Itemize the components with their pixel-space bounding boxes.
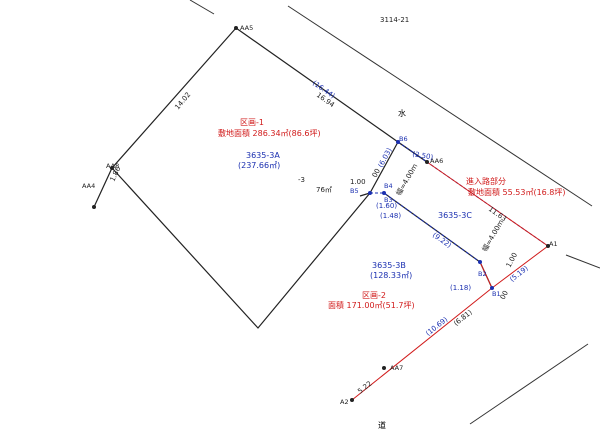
dim-5-22: 5.22 bbox=[356, 380, 373, 396]
width-4-00a: 幅=4.00m bbox=[394, 162, 420, 197]
dim-00a: 00 bbox=[371, 167, 382, 179]
point-b2-label: B2 bbox=[478, 270, 487, 278]
point-aa4-label: AA4 bbox=[82, 182, 95, 190]
point-b1-label: B1 bbox=[492, 290, 501, 298]
lot-3a-area: (237.66㎡) bbox=[238, 161, 280, 170]
access-inner-dashed-blue bbox=[370, 192, 481, 263]
point-aa8-label: AA8 bbox=[106, 162, 119, 170]
point-a2-marker bbox=[350, 398, 354, 402]
zone2-red-boundary bbox=[351, 161, 549, 401]
point-aa7-label: AA7 bbox=[390, 364, 403, 372]
point-b3-label: B3 bbox=[384, 196, 393, 204]
dim-6-03: (6.03) bbox=[377, 146, 394, 169]
zone2-area: 面積 171.00㎡(51.7坪) bbox=[328, 300, 415, 310]
point-b1-marker bbox=[490, 286, 494, 290]
access-title: 進入路部分 bbox=[466, 176, 506, 186]
parcel-ref-label: 3114-21 bbox=[380, 16, 409, 24]
lot-3a-id: 3635-3A bbox=[246, 151, 280, 160]
dim-1-18: (1.18) bbox=[450, 284, 471, 292]
point-b6-label: B6 bbox=[399, 135, 408, 143]
zone2-red-connector bbox=[479, 261, 493, 289]
point-aa5-marker bbox=[234, 26, 238, 30]
point-b2-marker bbox=[478, 260, 482, 264]
point-b6-marker bbox=[396, 140, 400, 144]
point-aa7-marker bbox=[382, 366, 386, 370]
lot-3c-id: 3635-3C bbox=[438, 211, 472, 220]
dim-1-00b: 1.00 bbox=[505, 251, 519, 269]
dim-1-60: (1.60) bbox=[376, 202, 397, 210]
boundary-line-bottom-right bbox=[469, 343, 589, 425]
road-label: 道 bbox=[378, 420, 386, 430]
point-b5-label: B5 bbox=[350, 187, 359, 195]
zone1-title: 区画-1 bbox=[240, 118, 264, 127]
dim-00b: 00 bbox=[499, 289, 510, 301]
point-a1-label: A1 bbox=[549, 240, 558, 248]
water-label: 水 bbox=[398, 108, 406, 118]
access-area: 敷地面積 55.53㎡(16.8坪) bbox=[468, 187, 566, 197]
zone2-title: 区画-2 bbox=[362, 291, 386, 300]
boundary-line-right bbox=[565, 254, 600, 269]
point-a1-marker bbox=[546, 244, 550, 248]
dim-2-50: (2.50) bbox=[412, 150, 434, 162]
point-aa8-marker bbox=[110, 166, 114, 170]
zone1-area: 敷地面積 286.34㎡(86.6坪) bbox=[218, 128, 321, 138]
lot-3b-area: (128.33㎡) bbox=[370, 271, 412, 280]
point-b4-label: B4 bbox=[384, 182, 393, 190]
width-4-00b: 幅=4.00m bbox=[480, 218, 506, 253]
point-aa5-label: AA5 bbox=[240, 24, 253, 32]
boundary-line-road-top bbox=[287, 5, 593, 207]
dim-1-48: (1.48) bbox=[380, 212, 401, 220]
point-aa4-marker bbox=[92, 205, 96, 209]
dim-14-02: 14.02 bbox=[173, 91, 192, 111]
point-a2-label: A2 bbox=[340, 398, 349, 406]
point-aa6-label: AA6 bbox=[430, 157, 443, 165]
boundary-line-top bbox=[189, 0, 215, 15]
lot-3-id: -3 bbox=[298, 176, 305, 184]
point-b5-marker bbox=[368, 191, 372, 195]
dim-10-69: (10.69) bbox=[424, 315, 449, 337]
point-b4-marker bbox=[382, 191, 386, 195]
dim-1-00a: 1.00 bbox=[350, 178, 366, 186]
lot-3-area: 76㎡ bbox=[316, 186, 332, 194]
lot-3b-id: 3635-3B bbox=[372, 261, 406, 270]
zone1-bottom-edge bbox=[111, 167, 371, 329]
point-aa6-marker bbox=[425, 160, 429, 164]
